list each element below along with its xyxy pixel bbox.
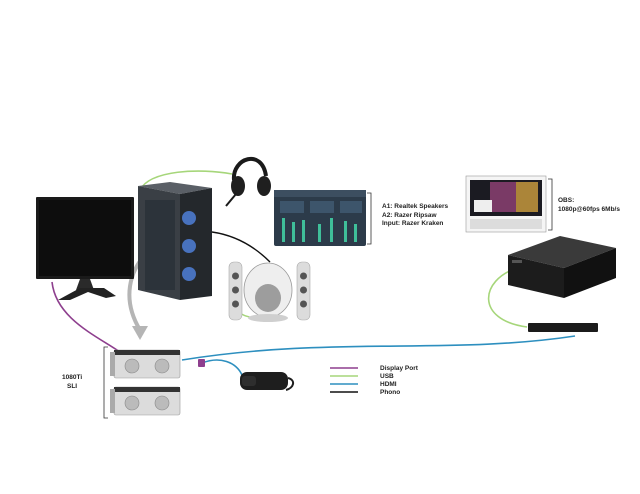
fan-1 — [182, 211, 196, 225]
gpu-label: 1080Ti SLI — [62, 374, 82, 391]
capture-pc — [508, 236, 616, 298]
usb-cable-capture — [487, 267, 528, 328]
headset — [225, 156, 271, 207]
monitor — [36, 197, 134, 300]
phono-cable-speakers — [211, 231, 271, 263]
legend-label-display-port: Display Port — [380, 365, 419, 372]
gpu-adapter — [198, 359, 205, 367]
audio-note-a2: A2: Razer Ripsaw — [382, 211, 437, 219]
audio-note-a1: A1: Realtek Speakers — [382, 203, 449, 210]
cables — [51, 170, 576, 376]
obs-window — [465, 175, 547, 233]
obs-notes-bracket — [548, 178, 553, 231]
displayport-cable — [51, 281, 121, 353]
gpu-label-mode: SLI — [67, 382, 78, 390]
legend: Display Port USB HDMI Phono — [330, 365, 419, 396]
obs-notes: OBS: 1080p@60fps 6Mb/s — [558, 197, 620, 214]
obs-note-title: OBS: — [558, 197, 575, 204]
audio-note-input: Input: Razer Kraken — [382, 220, 444, 227]
legend-label-hdmi: HDMI — [380, 381, 397, 388]
capture-card — [528, 323, 598, 332]
vr-headset — [240, 372, 294, 391]
audio-mixer-window — [274, 190, 366, 246]
pc-tower — [138, 182, 212, 300]
fan-3 — [182, 267, 196, 281]
speakers — [228, 261, 311, 322]
obs-note-spec: 1080p@60fps 6Mb/s — [558, 205, 620, 213]
gpu-bracket — [103, 346, 108, 419]
audio-notes: A1: Realtek Speakers A2: Razer Ripsaw In… — [382, 203, 448, 229]
legend-label-usb: USB — [380, 373, 394, 380]
gpu-label-model: 1080Ti — [62, 374, 83, 381]
legend-label-phono: Phono — [380, 389, 400, 396]
hdmi-cable-vr — [201, 359, 243, 376]
gpu-top — [110, 349, 181, 379]
fan-2 — [182, 239, 196, 253]
pc-to-gpu-arrowhead — [132, 326, 148, 340]
hdmi-cable-capture — [181, 335, 576, 361]
gpu-bottom — [110, 386, 181, 416]
audio-notes-bracket — [367, 192, 372, 245]
usb-cable-headset — [139, 170, 233, 191]
